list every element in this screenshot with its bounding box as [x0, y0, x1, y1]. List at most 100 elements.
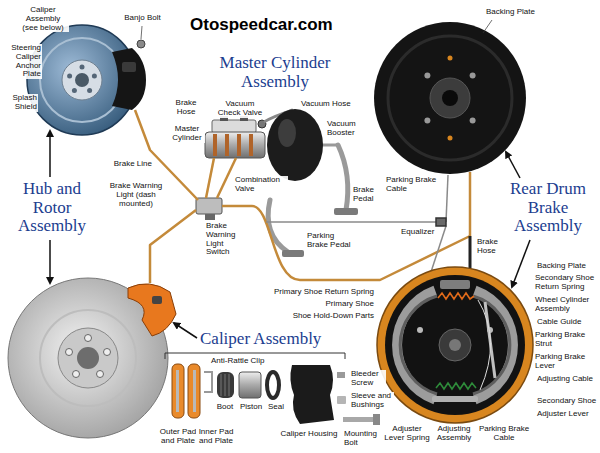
part-label: Vacuum Hose: [300, 100, 352, 109]
part-label: Vacuum Booster: [326, 120, 368, 138]
drum-brake: [478, 300, 491, 390]
drum-brake: [436, 383, 476, 389]
caliper-parts: [188, 364, 200, 418]
brake-pedal: [338, 145, 348, 210]
caliper-parts: [225, 374, 226, 396]
rotor-hub: [97, 371, 104, 378]
leader-line: [141, 26, 142, 39]
parking-brake-pedal: [268, 200, 288, 252]
part-label: Shoe Hold-Down Parts: [292, 312, 375, 321]
part-label: Wheel Cylinder Assembly: [534, 296, 598, 314]
splash-shield-rotor: [87, 88, 92, 93]
parking-brake-pedal: [268, 200, 304, 257]
watermark: Otospeedcar.com: [190, 16, 333, 35]
master-cylinder: [205, 132, 265, 158]
caliper-parts: [239, 372, 261, 398]
brake-line: [469, 236, 472, 268]
master-cylinder: [213, 134, 217, 156]
part-label: Steering Caliper Anchor Plate: [2, 44, 42, 79]
part-label: Boot: [216, 403, 234, 412]
backing-plate: [374, 22, 526, 174]
part-label: Master Cylinder: [169, 125, 205, 143]
part-label: Brake Hose: [171, 99, 201, 117]
rotor-hub: [58, 328, 118, 388]
caliper-parts: [343, 417, 373, 422]
drum-brake: [385, 275, 525, 415]
backing-plate: [448, 56, 453, 61]
part-label: Brake Pedal: [352, 186, 384, 204]
backing-plate: [470, 72, 476, 78]
caliper-parts: [172, 364, 184, 418]
splash-shield-rotor: [92, 74, 97, 79]
front-caliper: [137, 40, 145, 48]
part-label: Cable Guide: [536, 318, 582, 327]
section-arrow: [49, 240, 51, 283]
part-label: Caliper Housing: [280, 430, 339, 439]
brake-pedal: [334, 145, 358, 215]
combination-valve: [196, 198, 222, 214]
caliper-parts: [176, 370, 179, 412]
caliper-parts: [193, 370, 196, 412]
part-label: Secondary Shoe: [536, 397, 597, 406]
drum-brake: [400, 296, 437, 394]
drum-brake: [439, 329, 471, 361]
section-arrow: [49, 131, 51, 177]
backing-plate: [388, 36, 512, 160]
part-label: Bleeder Screw: [350, 370, 386, 388]
vacuum-booster: [267, 109, 323, 181]
master-cylinder: [249, 134, 253, 156]
section-arrow: [506, 152, 520, 178]
master-cylinder: [225, 134, 229, 156]
part-label: Sleeve and Bushings: [350, 392, 394, 410]
rotor-hub: [66, 349, 73, 356]
part-label: Inner Pad and Plate: [196, 428, 236, 446]
parking-brake-cable: [266, 175, 448, 275]
part-label: Parking Brake Cable: [475, 425, 533, 443]
splash-shield-rotor: [80, 65, 85, 70]
parking-brake-cable: [436, 218, 446, 226]
splash-shield-rotor: [40, 38, 124, 122]
backing-plate: [424, 118, 430, 124]
part-label: Banjo Bolt: [123, 14, 161, 23]
part-label: Backing Plate: [485, 8, 536, 17]
part-label: Parking Brake Strut: [534, 331, 598, 349]
backing-plate: [470, 118, 476, 124]
brake-line: [135, 110, 470, 283]
backing-plate: [430, 78, 470, 118]
splash-shield-rotor: [67, 74, 72, 79]
part-label: Adjuster Lever: [536, 410, 590, 419]
part-label: Primary Shoe: [325, 300, 375, 309]
combination-valve: [205, 214, 215, 220]
vacuum-booster: [278, 119, 296, 147]
caliper-parts: [337, 396, 346, 404]
part-label: Backing Plate: [536, 262, 587, 271]
part-label: Brake Warning Light Switch: [205, 222, 249, 257]
splash-shield-rotor: [72, 88, 77, 93]
backing-plate: [448, 136, 453, 141]
splash-shield-rotor: [75, 73, 89, 87]
section-arrow: [174, 323, 197, 338]
caliper-parts: [229, 374, 230, 396]
part-label: Piston: [239, 403, 263, 412]
backing-plate: [374, 22, 526, 174]
drum-brake: [440, 280, 470, 289]
caliper-parts: [290, 365, 334, 424]
part-label: Anti-Rattle Clip: [210, 357, 265, 366]
drum-brake: [417, 327, 423, 333]
section-heading: Hub and Rotor Assembly: [2, 180, 102, 236]
caliper-parts: [204, 372, 212, 392]
splash-shield-rotor: [62, 60, 102, 100]
parking-brake-pedal: [282, 250, 304, 257]
section-arrow: [50, 131, 530, 338]
part-label: Adjusting Cable: [536, 375, 594, 384]
part-label: Brake Hose: [476, 238, 508, 256]
caliper-parts: [267, 372, 279, 398]
front-caliper: [122, 62, 136, 72]
rotor-hub: [73, 371, 80, 378]
leader-line: [483, 20, 492, 33]
combination-valve: [196, 198, 222, 220]
drum-brake: [473, 296, 510, 394]
caliper-parts: [373, 414, 380, 425]
master-cylinder: [205, 116, 266, 158]
